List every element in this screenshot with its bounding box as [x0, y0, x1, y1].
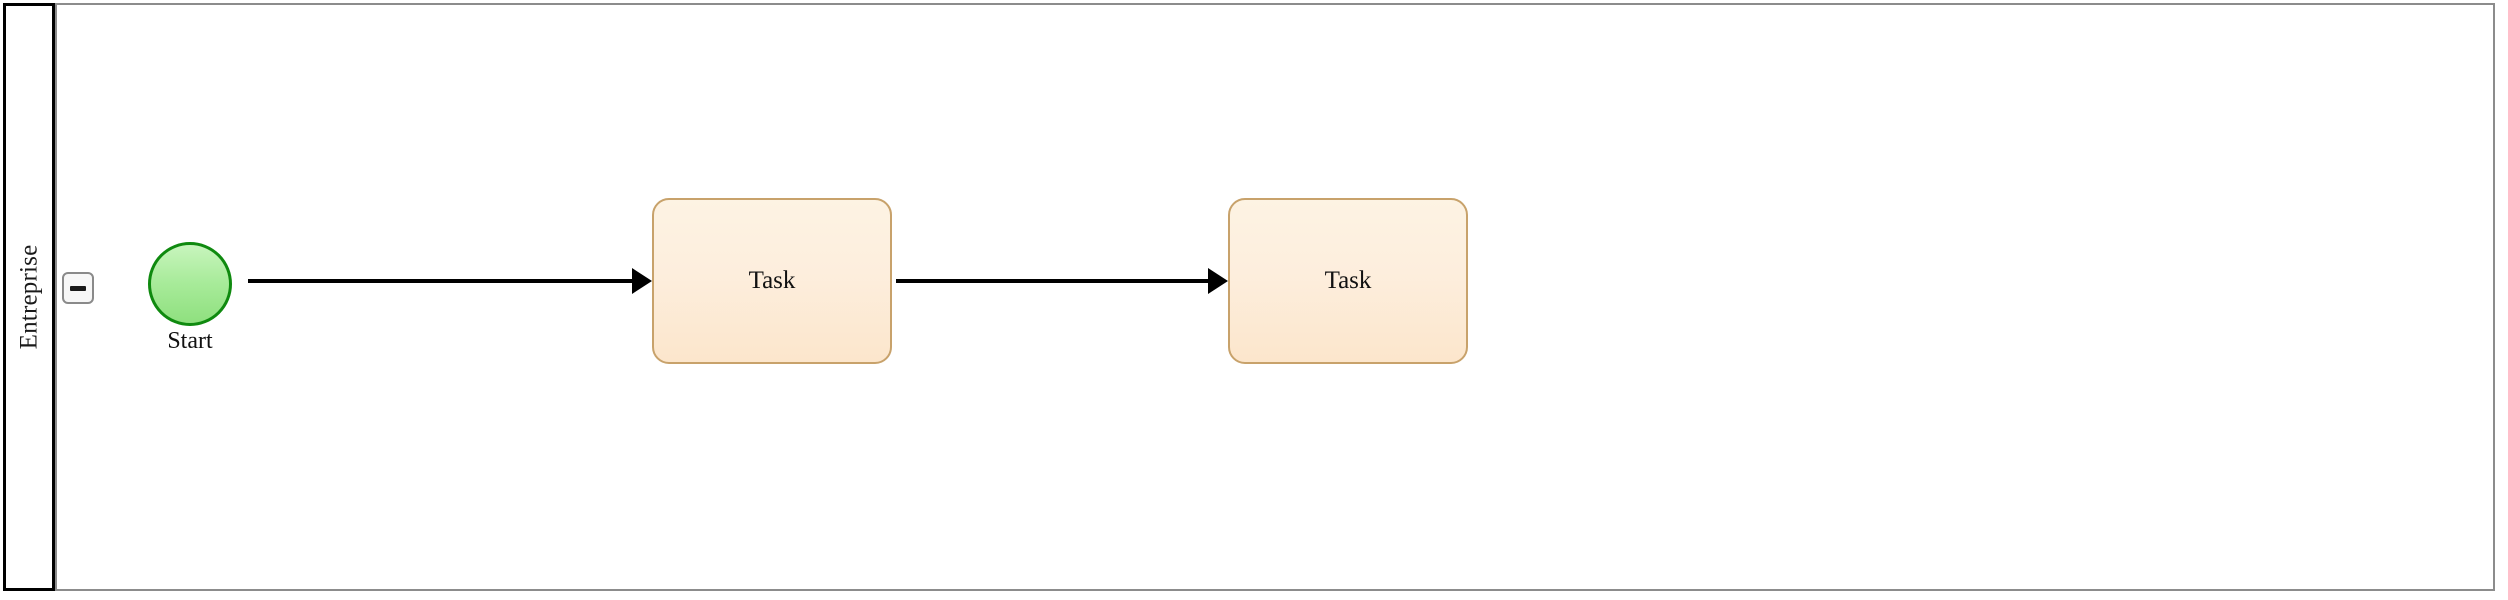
sequence-flow-task1-to-task2[interactable] — [896, 279, 1212, 283]
start-event-node[interactable] — [148, 242, 232, 326]
collapse-pool-button[interactable] — [62, 272, 94, 304]
task-node-1[interactable]: Task — [652, 198, 892, 364]
start-event-label: Start — [167, 328, 213, 354]
sequence-flow-start-to-task1[interactable] — [248, 279, 636, 283]
task-label: Task — [1324, 267, 1372, 294]
arrowhead-icon — [1208, 268, 1228, 294]
task-label: Task — [748, 267, 796, 294]
minus-icon — [70, 285, 86, 291]
task-node-2[interactable]: Task — [1228, 198, 1468, 364]
pool-header-band[interactable]: Entreprise — [3, 3, 55, 591]
pool-label: Entreprise — [15, 244, 43, 350]
arrowhead-icon — [632, 268, 652, 294]
